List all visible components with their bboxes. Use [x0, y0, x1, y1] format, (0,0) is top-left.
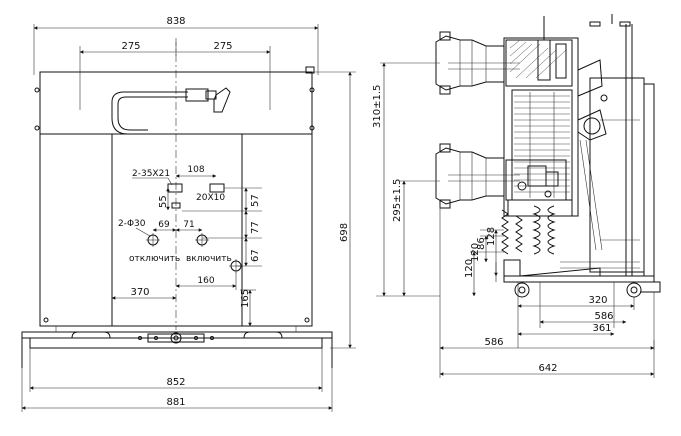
- dim-370: 370: [130, 287, 149, 298]
- dim-361: 361: [592, 323, 611, 334]
- dim-295: 295±1.5: [392, 179, 403, 222]
- dim-275-right: 275: [213, 41, 232, 52]
- dim-120-left: 120: [464, 259, 475, 278]
- dim-165: 165: [240, 289, 251, 308]
- dim-881: 881: [166, 397, 185, 408]
- label-20x10: 20X10: [196, 193, 225, 203]
- dim-838: 838: [166, 16, 185, 27]
- dim-586-upper: 586: [594, 311, 613, 322]
- dim-57: 57: [250, 194, 261, 207]
- fins: [514, 92, 570, 198]
- dim-67: 67: [250, 249, 261, 262]
- dim-310: 310±1.5: [372, 85, 383, 128]
- dim-69: 69: [158, 220, 170, 230]
- dim-642: 642: [538, 363, 557, 374]
- dim-120-right: 120: [470, 243, 481, 262]
- dim-320: 320: [588, 295, 607, 306]
- dim-77: 77: [250, 221, 261, 234]
- dim-852: 852: [166, 377, 185, 388]
- dim-698: 698: [339, 223, 350, 242]
- dim-586-lower: 586: [484, 337, 503, 348]
- label-on: включить: [186, 254, 232, 264]
- label-slot-2-35x21: 2-35X21: [132, 169, 170, 179]
- side-view: 310±1.5 295±1.5 120 86 128 120 320 586 3…: [372, 14, 661, 378]
- label-holes-2-phi30: 2-Φ30: [118, 219, 146, 229]
- dim-160: 160: [197, 276, 214, 286]
- dim-71: 71: [183, 220, 194, 230]
- label-off: отключить: [129, 254, 180, 264]
- dim-128: 128: [486, 227, 497, 246]
- front-view: 838 275 275 2-35X21 108: [21, 16, 356, 412]
- dim-108: 108: [187, 165, 204, 175]
- dim-86: 86: [476, 237, 487, 250]
- dim-55: 55: [158, 195, 169, 208]
- dim-275-left: 275: [121, 41, 140, 52]
